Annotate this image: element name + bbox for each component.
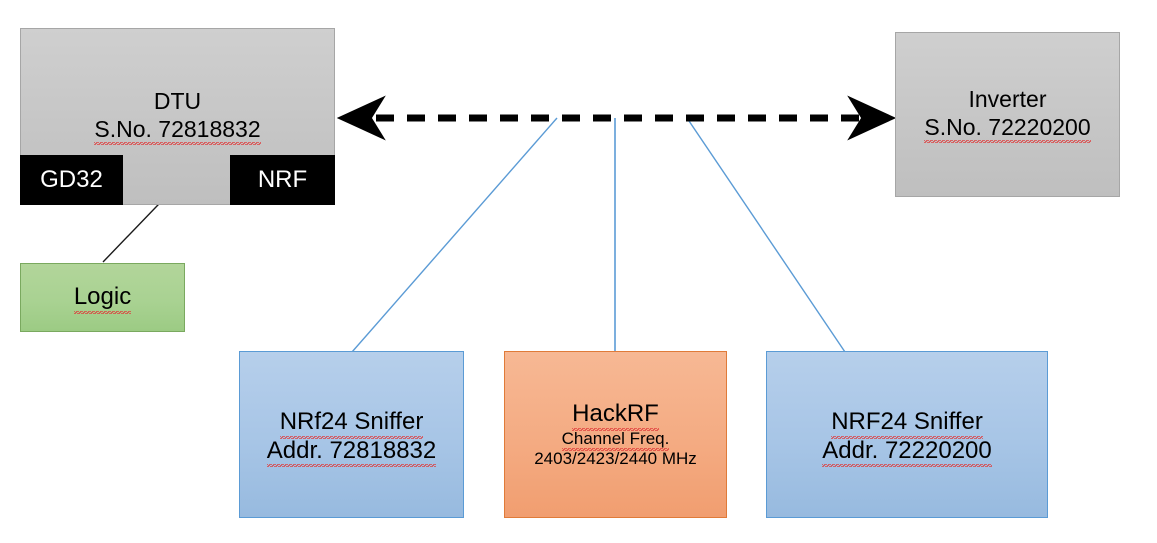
sniffer-right-address: Addr. 72220200 <box>767 436 1047 468</box>
sniffer-right-title: NRF24 Sniffer <box>767 408 1047 439</box>
gd32-label: GD32 <box>40 166 103 193</box>
hackrf-title: HackRF <box>505 400 726 431</box>
chip-nrf[interactable]: NRF <box>230 155 335 205</box>
dtu-title: DTU <box>153 88 202 114</box>
dtu-label-group: DTU S.No. 72818832 <box>21 87 334 146</box>
sniffer-left-label-group: NRf24 Sniffer Addr. 72818832 <box>240 408 463 468</box>
hackrf-channel-label: Channel Freq. <box>505 428 726 451</box>
sniffer-left-title: NRf24 Sniffer <box>240 408 463 439</box>
inverter-title: Inverter <box>968 86 1047 112</box>
node-logic[interactable]: Logic <box>20 263 185 332</box>
sniffer-left-address-text: Addr. 72818832 <box>266 436 437 468</box>
sniffer-right-tap-line <box>686 117 846 353</box>
inverter-serial: S.No. 72220200 <box>896 113 1119 144</box>
node-hackrf[interactable]: HackRF Channel Freq. 2403/2423/2440 MHz <box>504 351 727 518</box>
node-sniffer-left[interactable]: NRf24 Sniffer Addr. 72818832 <box>239 351 464 518</box>
sniffer-left-title-text: NRf24 Sniffer <box>279 408 424 439</box>
hackrf-channel-values: 2403/2423/2440 MHz <box>534 448 697 468</box>
sniffer-left-address: Addr. 72818832 <box>240 436 463 468</box>
sniffer-right-label-group: NRF24 Sniffer Addr. 72220200 <box>767 408 1047 468</box>
inverter-serial-text: S.No. 72220200 <box>924 114 1091 144</box>
hackrf-title-text: HackRF <box>572 400 659 431</box>
node-inverter[interactable]: Inverter S.No. 72220200 <box>895 32 1120 197</box>
sniffer-right-title-text: NRF24 Sniffer <box>831 408 983 439</box>
inverter-label-group: Inverter S.No. 72220200 <box>896 85 1119 144</box>
sniffer-right-address-text: Addr. 72220200 <box>822 436 992 468</box>
hackrf-label-group: HackRF Channel Freq. 2403/2423/2440 MHz <box>505 400 726 468</box>
sniffer-left-tap-line <box>351 117 558 353</box>
dtu-serial: S.No. 72818832 <box>21 115 334 146</box>
nrf-label: NRF <box>257 166 308 193</box>
logic-label: Logic <box>73 283 132 314</box>
node-sniffer-right[interactable]: NRF24 Sniffer Addr. 72220200 <box>766 351 1048 518</box>
dtu-serial-text: S.No. 72818832 <box>94 116 261 146</box>
chip-gd32[interactable]: GD32 <box>20 155 123 205</box>
hackrf-channel-label-text: Channel Freq. <box>561 428 670 451</box>
